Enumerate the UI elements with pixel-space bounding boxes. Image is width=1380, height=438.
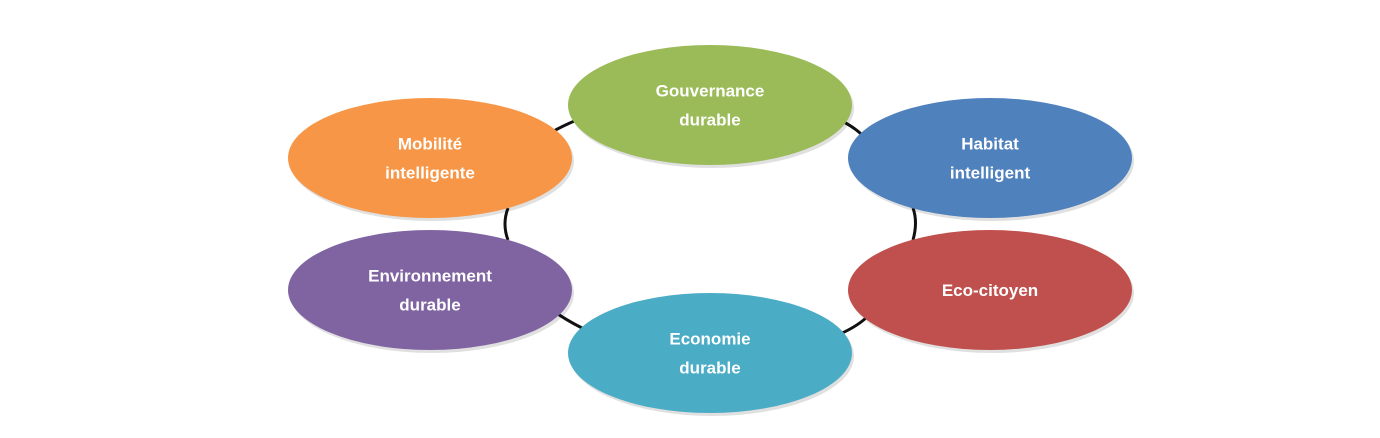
node-label-environnement-line-1: Environnement: [368, 267, 492, 286]
node-economie: Economie durable: [568, 293, 854, 416]
node-label-economie-line-2: durable: [679, 359, 740, 378]
connector-environnement-mobilite: [503, 207, 510, 241]
node-ellipse-environnement: [288, 230, 572, 350]
node-label-eco-citoyen-line-1: Eco-citoyen: [942, 281, 1038, 300]
node-ellipse-mobilite: [288, 98, 572, 218]
node-label-mobilite-line-2: intelligente: [385, 164, 475, 183]
connector-habitat-eco-citoyen: [911, 207, 917, 241]
node-label-mobilite-line-1: Mobilité: [398, 135, 462, 154]
node-label-gouvernance-line-2: durable: [679, 111, 740, 130]
node-label-habitat-line-1: Habitat: [961, 135, 1019, 154]
node-ellipse-economie: [568, 293, 852, 413]
node-label-habitat-line-2: intelligent: [950, 164, 1031, 183]
cycle-nodes: GouvernancedurableHabitatintelligentEco-…: [288, 45, 1134, 416]
node-ellipse-gouvernance: [568, 45, 852, 165]
node-gouvernance: Gouvernance durable: [568, 45, 854, 168]
node-mobilite: Mobilité intelligente: [288, 98, 574, 221]
node-ellipse-eco-citoyen: [848, 230, 1132, 350]
node-environnement: Environnement durable: [288, 230, 574, 353]
node-label-gouvernance-line-1: Gouvernance: [656, 82, 765, 101]
node-eco-citoyen: Eco-citoyen: [848, 230, 1134, 353]
node-ellipse-habitat: [848, 98, 1132, 218]
node-label-environnement-line-2: durable: [399, 296, 460, 315]
node-label-economie-line-1: Economie: [669, 330, 750, 349]
node-habitat: Habitat intelligent: [848, 98, 1134, 221]
